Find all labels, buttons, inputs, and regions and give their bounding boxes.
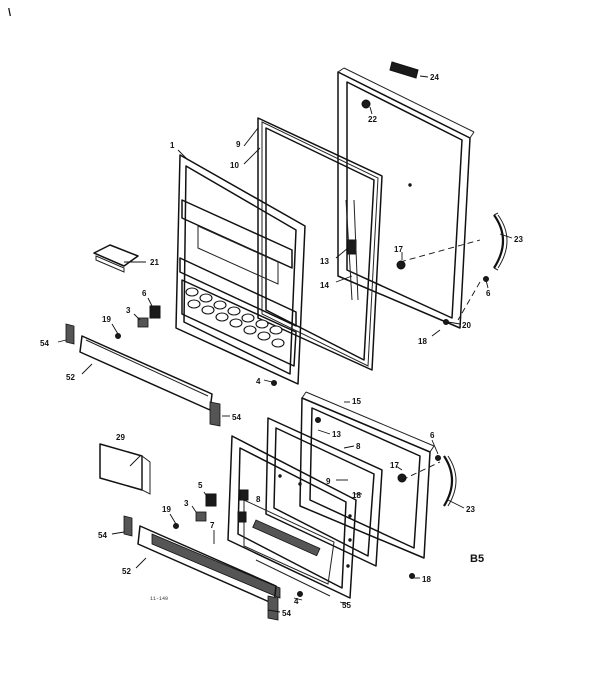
callout-19-upper: 19 — [102, 315, 111, 324]
callout-6-lower: 6 — [430, 431, 435, 440]
upper-top-hinge-cap — [389, 61, 419, 79]
callout-18-lower-mid: 18 — [352, 491, 361, 500]
upper-screw-4 — [263, 379, 277, 386]
callout-labels: 1 9 10 24 22 23 6 20 17 13 14 18 21 6 3 … — [40, 73, 523, 618]
upper-handle-23 — [493, 212, 508, 271]
callout-22: 22 — [368, 115, 377, 124]
leader-lines — [57, 75, 513, 613]
corner-mark: \ — [8, 7, 11, 19]
upper-gasket-frame — [257, 117, 383, 371]
callout-23-lower: 23 — [466, 505, 475, 514]
callout-52-upper: 52 — [66, 373, 75, 382]
lower-gasket-frame — [265, 417, 383, 567]
upper-inner-door-liner — [175, 154, 306, 385]
callout-55: 55 — [342, 601, 351, 610]
lower-inner-door-liner — [227, 435, 357, 599]
section-code: B5 — [470, 553, 484, 565]
callout-17-lower: 17 — [390, 461, 399, 470]
callout-8-lower-top: 8 — [356, 442, 361, 451]
callout-15: 15 — [352, 397, 361, 406]
upper-kick-plate — [65, 323, 221, 427]
lower-dairy-lid-29 — [99, 443, 151, 495]
callout-1: 1 — [170, 141, 175, 150]
lower-kick-plate — [123, 515, 279, 621]
callout-8-lower: 8 — [256, 495, 261, 504]
callout-13-lower: 13 — [332, 430, 341, 439]
callout-17-upper: 17 — [394, 245, 403, 254]
callout-52-lower: 52 — [122, 567, 131, 576]
lower-screw-18 — [409, 573, 415, 579]
upper-egg-cups — [185, 287, 285, 348]
upper-outer-door-panel — [337, 67, 475, 329]
upper-hinge-set — [115, 305, 161, 339]
lower-handle-23 — [443, 455, 457, 507]
upper-screw-20 — [443, 319, 449, 325]
callout-23-upper: 23 — [514, 235, 523, 244]
callout-18-upper: 18 — [418, 337, 427, 346]
callout-54-upper-right: 54 — [232, 413, 241, 422]
lower-liner-rivets — [278, 474, 352, 568]
callout-3-upper: 3 — [126, 306, 131, 315]
callout-20: 20 — [462, 321, 471, 330]
callout-7: 7 — [210, 521, 215, 530]
lower-screw-6 — [435, 455, 441, 461]
callout-18-lower: 18 — [422, 575, 431, 584]
callout-19-lower: 19 — [162, 505, 171, 514]
callout-54-lower-right: 54 — [282, 609, 291, 618]
upper-bracket-13 — [345, 199, 359, 301]
callout-29: 29 — [116, 433, 125, 442]
callout-4-upper: 4 — [256, 377, 261, 386]
lower-screw-4 — [297, 591, 303, 597]
callout-6-upper-left: 6 — [142, 289, 147, 298]
upper-plug-17 — [396, 260, 406, 270]
callout-13-upper: 13 — [320, 257, 329, 266]
callout-4-lower: 4 — [294, 597, 299, 606]
callout-6-upper-right: 6 — [486, 289, 491, 298]
callout-24: 24 — [430, 73, 439, 82]
callout-5: 5 — [198, 481, 203, 490]
callout-3-lower: 3 — [184, 499, 189, 508]
callout-21: 21 — [150, 258, 159, 267]
lower-outer-door-panel — [299, 391, 435, 559]
upper-plug-22 — [361, 99, 371, 109]
callout-10: 10 — [230, 161, 239, 170]
callout-9-lower: 9 — [326, 477, 331, 486]
lower-plug-17 — [397, 473, 407, 483]
callout-9-upper: 9 — [236, 140, 241, 149]
callout-14: 14 — [320, 281, 329, 290]
lower-grille-7 — [151, 533, 281, 599]
drawing-code: 11-149 — [150, 596, 168, 602]
callout-54-upper-left: 54 — [40, 339, 49, 348]
upper-butter-lid-21 — [93, 244, 139, 273]
callout-54-lower-left: 54 — [98, 531, 107, 540]
